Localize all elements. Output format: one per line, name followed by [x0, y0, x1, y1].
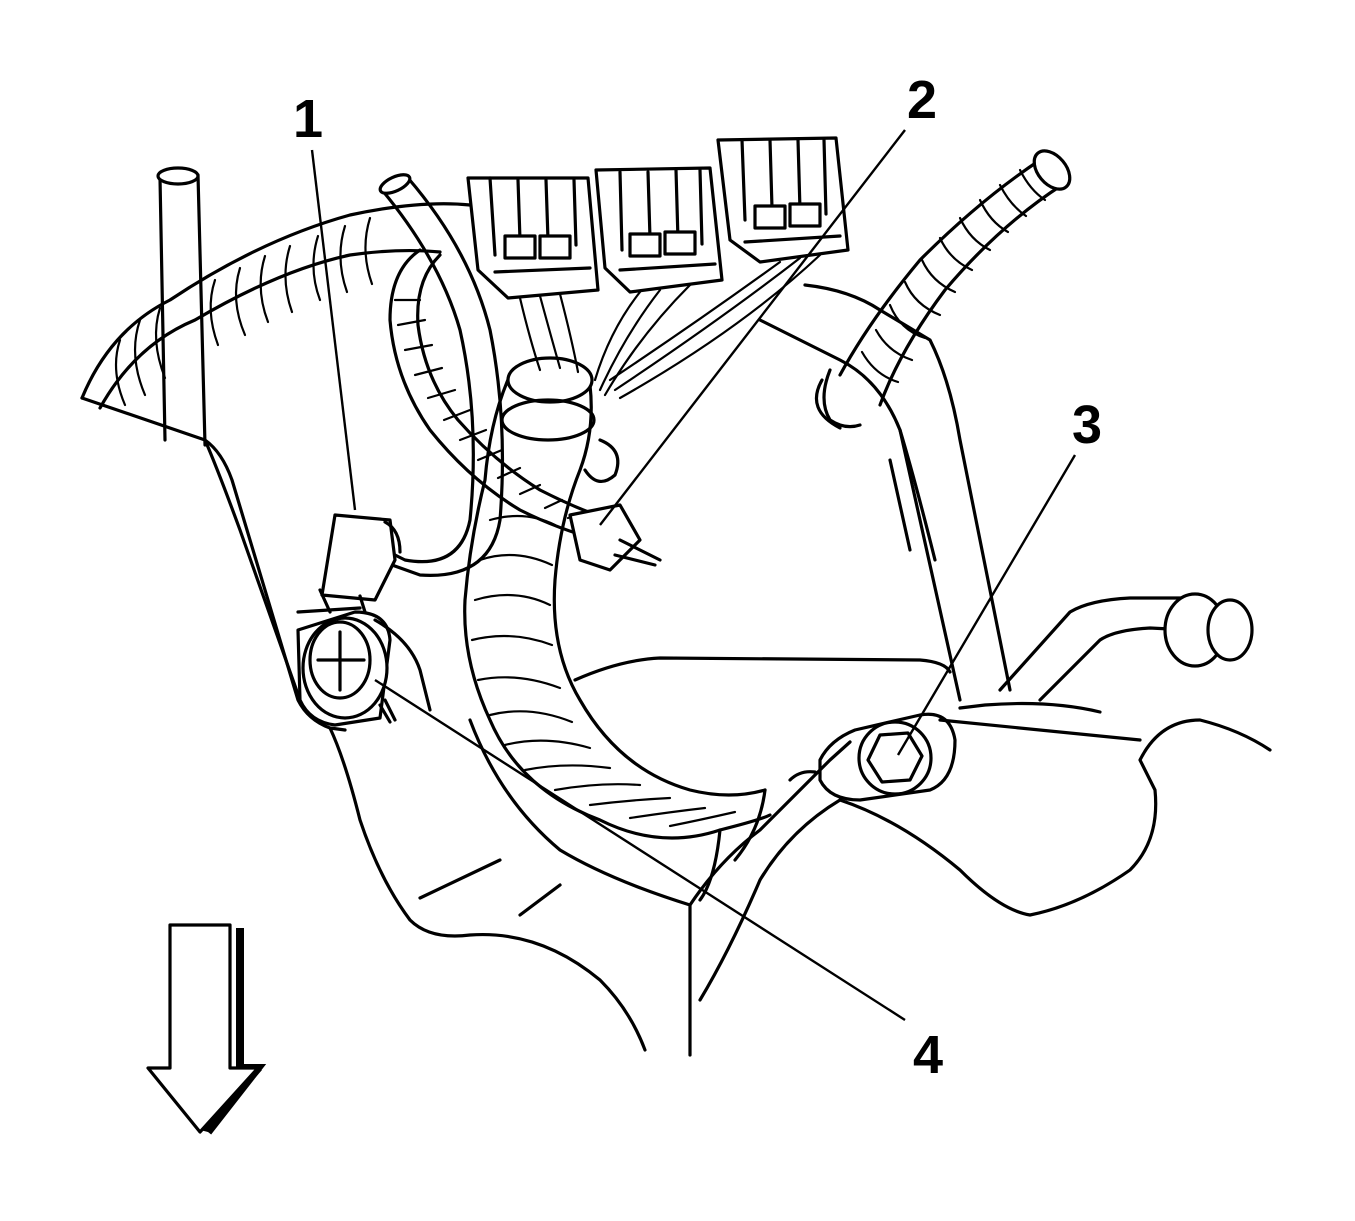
leader-line-2	[599, 129, 906, 526]
connectors	[466, 136, 850, 400]
leader-lines	[310, 129, 1077, 1022]
leader-line-3	[896, 454, 1077, 756]
body-structure	[80, 283, 1272, 1057]
mounting-bracket	[296, 606, 432, 727]
connector-middle	[594, 166, 724, 294]
callout-labels: 1 2 3 4	[293, 70, 1102, 1085]
connector-right	[716, 136, 850, 264]
wiring-harness	[80, 149, 1072, 902]
oxygen-sensor-wire	[318, 173, 505, 614]
callout-4: 4	[913, 1025, 943, 1085]
callout-3: 3	[1072, 395, 1102, 455]
connector-left	[466, 176, 600, 300]
arrow-down-icon	[146, 923, 267, 1135]
hex-nut	[857, 720, 933, 796]
leader-line-1	[310, 149, 357, 511]
callout-2: 2	[907, 70, 937, 130]
leader-line-4	[374, 678, 906, 1022]
sensor-lead	[388, 248, 662, 572]
callout-1: 1	[293, 89, 323, 149]
